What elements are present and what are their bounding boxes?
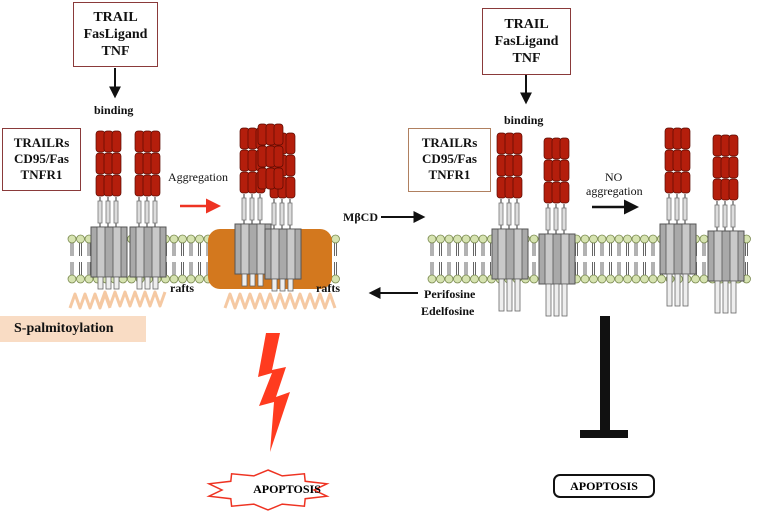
receptor-right-1 [491, 199, 529, 312]
ligand-tnf-right: TNF [512, 51, 541, 66]
ligand-tnf-left: TNF [101, 44, 130, 59]
binding-label-left: binding [94, 103, 134, 117]
receptor-left-2-ectodomain [134, 130, 161, 197]
binding-label-right: binding [504, 113, 544, 127]
receptor-box-left: TRAILRs CD95/Fas TNFR1 [2, 128, 81, 191]
receptor-right-3-ectodomain [664, 127, 691, 194]
ligand-fasligand-left: FasLigand [83, 27, 148, 42]
ligand-box-left: TRAIL FasLigand TNF [73, 2, 158, 67]
membranes [67, 234, 751, 284]
receptor-cd95-left: CD95/Fas [14, 151, 69, 166]
receptor-trailrs-right: TRAILRs [421, 135, 478, 150]
receptor-right-4-ectodomain [712, 134, 739, 201]
inhibition-symbol [580, 316, 628, 438]
palmitoyl-chain-3 [223, 292, 337, 310]
apoptosis-star [206, 469, 330, 511]
receptor-tnfr1-right: TNFR1 [428, 167, 471, 182]
aggregation-label: Aggregation [168, 170, 228, 184]
no-label: NO [605, 170, 623, 184]
lightning-bolt [258, 333, 290, 452]
rafts-label-left: rafts [170, 281, 194, 295]
ligand-fasligand-right: FasLigand [494, 34, 559, 49]
receptor-trailrs-left: TRAILRs [13, 135, 70, 150]
receptor-box-right: TRAILRs CD95/Fas TNFR1 [408, 128, 491, 192]
receptor-right-2 [538, 204, 576, 317]
rafts-label-right: rafts [316, 281, 340, 295]
receptor-tnfr1-left: TNFR1 [20, 167, 63, 182]
ligand-trail-left: TRAIL [93, 10, 138, 25]
ligand-box-right: TRAIL FasLigand TNF [482, 8, 571, 75]
aggregation-label-right: aggregation [586, 184, 643, 198]
edelfosine-label: Edelfosine [421, 304, 475, 318]
receptor-left-1 [90, 197, 128, 290]
receptor-right-3 [659, 194, 697, 307]
receptor-layer [68, 123, 745, 317]
apoptosis-label-right: APOPTOSIS [553, 474, 655, 498]
receptor-cd95-right: CD95/Fas [422, 151, 477, 166]
receptor-right-1-ectodomain [496, 132, 523, 199]
receptor-right-4 [707, 201, 745, 314]
perifosine-label: Perifosine [424, 287, 476, 301]
ligand-trail-right: TRAIL [504, 17, 549, 32]
receptor-clustered-top [257, 123, 284, 190]
mbcd-label: MβCD [343, 210, 378, 224]
s-palmitoylation-label: S-palmitoylation [0, 316, 146, 342]
membrane-right [427, 234, 751, 284]
receptor-left-2 [129, 197, 167, 290]
palmitoyl-chain-2 [98, 290, 167, 308]
apoptosis-label-left: APOPTOSIS [253, 482, 321, 496]
receptor-clustered-2 [264, 199, 302, 292]
receptor-right-2-ectodomain [543, 137, 570, 204]
arrow-layer [109, 68, 639, 299]
receptor-left-1-ectodomain [95, 130, 122, 197]
